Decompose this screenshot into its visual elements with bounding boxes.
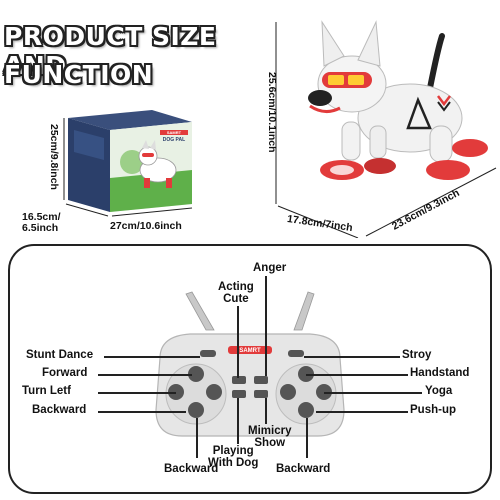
box-name-text: DOG PAL <box>163 137 185 143</box>
title-line-1: PRODUCT SIZE AND <box>4 22 217 80</box>
label-stroy: Stroy <box>402 349 432 361</box>
label-stunt-dance: Stunt Dance <box>26 349 94 361</box>
product-box-image: SAMRT DOG PAL <box>63 110 193 217</box>
label-mimicry-show: Mimicry Show <box>248 425 292 449</box>
leader-turn-left <box>98 392 176 394</box>
leader-anger <box>265 276 267 376</box>
leader-backward-left <box>98 411 186 413</box>
label-turn-left: Turn Letf <box>22 385 71 397</box>
leader-forward <box>98 374 192 376</box>
leader-backward-bottom-right <box>306 418 308 458</box>
label-push-up: Push-up <box>410 404 456 416</box>
leader-handstand <box>306 374 408 376</box>
dog-height-dim: 25.6cm/10.1inch <box>266 72 278 153</box>
leader-acting-cute <box>237 306 239 378</box>
leader-playing-with-dog <box>237 398 239 444</box>
leader-push-up <box>316 411 408 413</box>
leader-yoga <box>324 392 422 394</box>
label-backward-bottom-left: Backward <box>164 463 219 475</box>
box-brand-text: SAMRT <box>167 130 182 135</box>
title-line-2: FUNCTION <box>4 60 154 89</box>
robot-dog-figure <box>270 8 500 239</box>
label-playing-with-dog: Playing With Dog <box>208 445 259 469</box>
box-height-dim: 25cm/9.8inch <box>48 124 60 190</box>
label-anger: Anger <box>253 262 287 274</box>
box-depth-dim: 16.5cm/ 6.5inch <box>22 211 61 234</box>
leader-mimicry-show <box>265 398 267 424</box>
robot-dog-image <box>275 20 497 239</box>
label-acting-cute: Acting Cute <box>218 281 254 305</box>
box-width-dim: 27cm/10.6inch <box>110 220 182 232</box>
leader-stroy <box>304 356 400 358</box>
leader-backward-bottom-left <box>196 418 198 458</box>
label-backward-bottom-right: Backward <box>276 463 331 475</box>
label-handstand: Handstand <box>410 367 470 379</box>
label-yoga: Yoga <box>425 385 453 397</box>
label-forward: Forward <box>42 367 88 379</box>
leader-stunt-dance <box>104 356 200 358</box>
label-backward-left: Backward <box>32 404 87 416</box>
title-block: PRODUCT SIZE AND FUNCTION <box>0 0 270 110</box>
product-box-figure: SAMRT DOG PAL <box>60 100 200 230</box>
